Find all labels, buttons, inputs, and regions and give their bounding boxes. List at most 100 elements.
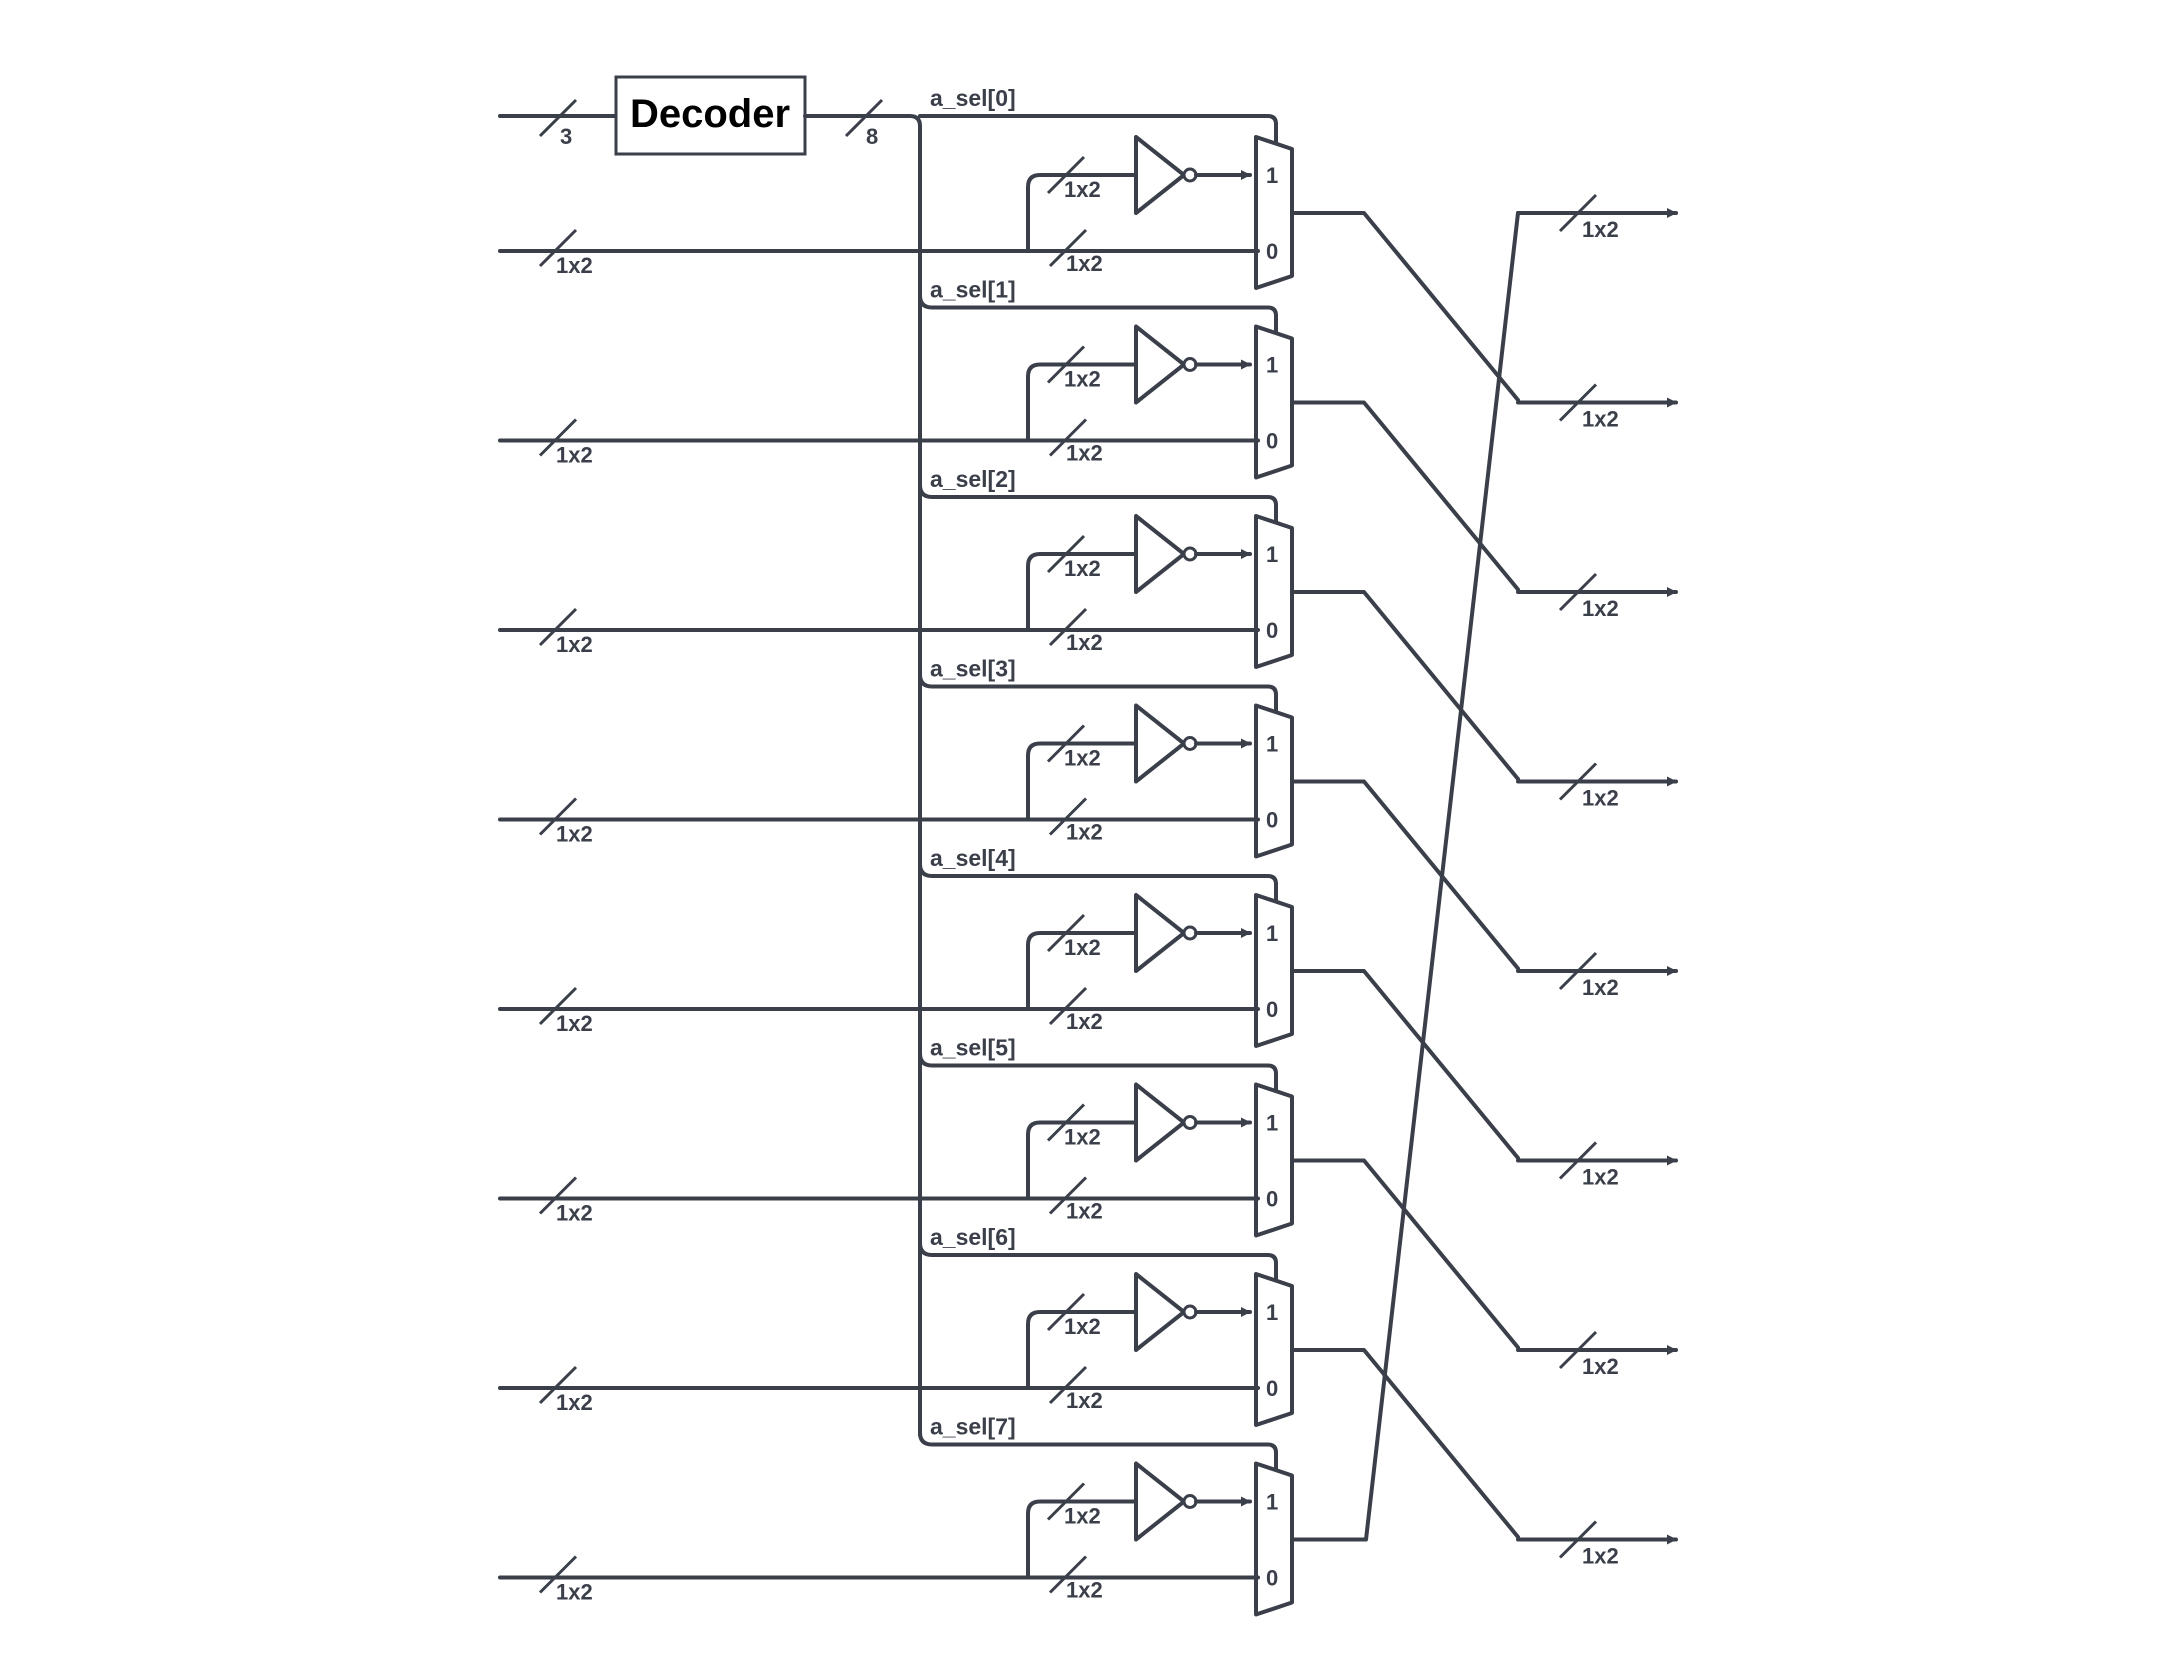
bus-width-slash: [1558, 1330, 1598, 1370]
decoder-output-width-label: 8: [866, 124, 878, 149]
mux-port-zero-label: 0: [1266, 808, 1278, 833]
mux-port-zero-label: 0: [1266, 997, 1278, 1022]
inverter-triangle: [1134, 1272, 1186, 1352]
bus-width-slash: [1046, 534, 1086, 574]
bus-width-slash: [1046, 913, 1086, 953]
inverter-bus-width-label: 1x2: [1064, 556, 1101, 581]
mux-body: [1254, 893, 1294, 1048]
bus-width-slash: [1558, 1520, 1598, 1559]
inverter-triangle: [1134, 135, 1186, 215]
mux-body: [1254, 1272, 1294, 1427]
bus-width-slash: [538, 1555, 578, 1594]
bus-width-slash: [1048, 986, 1088, 1026]
bus-width-slash: [538, 797, 578, 836]
mux-port-one-label: 1: [1266, 163, 1278, 188]
output-bus-width-label: 1x2: [1582, 1544, 1619, 1569]
mux-zero-bus-width-label: 1x2: [1066, 1009, 1103, 1034]
select-wire: [918, 1241, 1278, 1282]
output-bus-width-label: 1x2: [1582, 217, 1619, 242]
inverter-bus-width-label: 1x2: [1064, 746, 1101, 771]
bus-width-slash: [1048, 797, 1088, 836]
select-wire: [918, 483, 1278, 524]
select-wire: [918, 1430, 1278, 1472]
bus-width-slash: [1046, 1103, 1086, 1142]
mux-body: [1254, 1082, 1294, 1238]
bus-width-slash: [844, 98, 884, 138]
inverter-triangle: [1134, 514, 1186, 594]
inverter-input-wire: [1026, 552, 1138, 632]
bus-width-slash: [1048, 1555, 1088, 1594]
mux-output-wire: [1290, 779, 1520, 971]
bus-width-slash: [1046, 345, 1086, 384]
bus-width-slash: [1558, 193, 1598, 233]
inverter-triangle: [1134, 1461, 1186, 1542]
bus-width-slash: [1558, 762, 1598, 801]
select-label: a_sel[6]: [930, 1224, 1016, 1250]
mux-port-one-label: 1: [1266, 1490, 1278, 1515]
inverter-bus-width-label: 1x2: [1064, 935, 1101, 960]
mux-zero-bus-width-label: 1x2: [1066, 1199, 1103, 1224]
select-label: a_sel[1]: [930, 277, 1016, 303]
bus-width-slash: [1046, 155, 1086, 195]
mux-port-zero-label: 0: [1266, 1566, 1278, 1591]
select-bus-trunk: [908, 114, 922, 1437]
bus-width-slash: [538, 1176, 578, 1215]
select-label: a_sel[0]: [930, 85, 1016, 111]
mux-port-zero-label: 0: [1266, 618, 1278, 643]
inverter-bus-width-label: 1x2: [1064, 1125, 1101, 1150]
input-bus-width-label: 1x2: [556, 822, 593, 847]
select-label: a_sel[2]: [930, 466, 1016, 492]
mux-zero-bus-width-label: 1x2: [1066, 441, 1103, 466]
input-bus-width-label: 1x2: [556, 1011, 593, 1036]
select-label: a_sel[5]: [930, 1035, 1016, 1061]
select-wire: [918, 862, 1278, 903]
input-bus-width-label: 1x2: [556, 253, 593, 278]
mux-body: [1254, 324, 1294, 480]
mux-body: [1254, 135, 1294, 290]
mux-body: [1254, 1461, 1294, 1617]
inverter-bus-width-label: 1x2: [1064, 367, 1101, 392]
output-bus-width-label: 1x2: [1582, 407, 1619, 432]
bus-width-slash: [1048, 228, 1088, 268]
bus-width-slash: [538, 228, 578, 268]
select-wire: [918, 1051, 1278, 1093]
input-bus-width-label: 1x2: [556, 1580, 593, 1605]
mux-port-one-label: 1: [1266, 1111, 1278, 1136]
inverter-triangle: [1134, 1082, 1186, 1163]
decoder-block: 3 Decoder 8: [498, 75, 922, 1437]
bus-width-slash: [1046, 1482, 1086, 1521]
mux-port-zero-label: 0: [1266, 429, 1278, 454]
inverter-input-wire: [1026, 931, 1138, 1011]
inverter-input-wire: [1026, 1499, 1138, 1580]
bus-width-slash: [1046, 1292, 1086, 1332]
input-bus-width-label: 1x2: [556, 1390, 593, 1415]
mux-output-wire: [1290, 211, 1520, 1542]
bus-width-slash: [1048, 607, 1088, 647]
input-bus-width-label: 1x2: [556, 443, 593, 468]
mux-output-wire: [1290, 1348, 1520, 1539]
inverter-input-wire: [1026, 362, 1138, 443]
decoder-label: Decoder: [630, 92, 790, 136]
input-bus-width-label: 1x2: [556, 1201, 593, 1226]
mux-output-wire: [1290, 590, 1520, 781]
select-label: a_sel[7]: [930, 1414, 1016, 1440]
inverter-bus-width-label: 1x2: [1064, 1314, 1101, 1339]
mux-output-wire: [1290, 211, 1520, 402]
bus-width-slash: [1558, 572, 1598, 612]
inverter-triangle: [1134, 324, 1186, 405]
output-bus-width-label: 1x2: [1582, 596, 1619, 621]
mux-port-one-label: 1: [1266, 353, 1278, 378]
bus-width-slash: [1558, 1141, 1598, 1180]
output-bus-width-label: 1x2: [1582, 1354, 1619, 1379]
mux-zero-bus-width-label: 1x2: [1066, 630, 1103, 655]
mux-port-zero-label: 0: [1266, 1187, 1278, 1212]
inverter-input-wire: [1026, 173, 1138, 253]
output-bus-width-label: 1x2: [1582, 786, 1619, 811]
select-wire: [918, 672, 1278, 714]
select-wire: [918, 293, 1278, 335]
mux-zero-bus-width-label: 1x2: [1066, 1388, 1103, 1413]
mux-stages: a_sel[0] 1x2 1x2 1x2 1 0 a_sel[1] 1x2 1x2 1x2 1 0 a_…: [498, 85, 1678, 1617]
mux-output-wire: [1290, 1158, 1520, 1350]
mux-port-zero-label: 0: [1266, 239, 1278, 264]
